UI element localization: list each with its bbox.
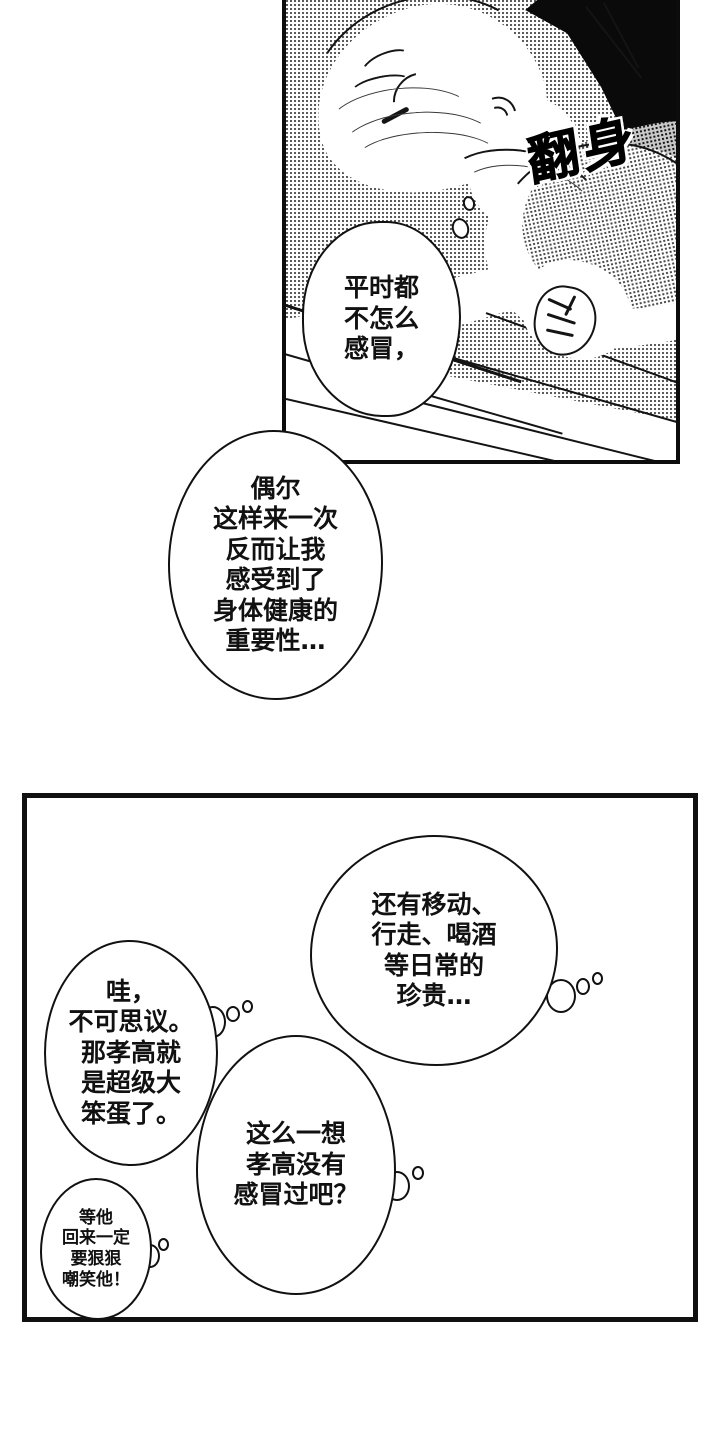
thought-tail-dot-large: [576, 978, 590, 995]
bubble-laugh: 等他 回来一定 要狠狠 嘲笑他！: [40, 1178, 152, 1320]
faded-residual-text: [0, 0, 14, 40]
bubble-occasionally: 偶尔 这样来一次 反而让我 感受到了 身体健康的 重要性…: [168, 430, 383, 700]
thought-tail-dot-small: [242, 1000, 253, 1013]
bubble-usually: 平时都 不怎么 感冒，: [302, 221, 461, 417]
bubble-daily: 还有移动、 行走、喝酒 等日常的 珍贵…: [310, 835, 558, 1066]
thought-tail-dot-small: [412, 1166, 424, 1180]
thought-tail-dot-large: [226, 1006, 240, 1022]
thought-tail-dot-small: [592, 972, 603, 985]
thought-tail-dot-small: [158, 1238, 169, 1251]
bubble-wow: 哇， 不可思议。 那孝高就 是超级大 笨蛋了。: [44, 940, 218, 1166]
bubble-thinking: 这么一想 孝高没有 感冒过吧？: [196, 1035, 396, 1295]
